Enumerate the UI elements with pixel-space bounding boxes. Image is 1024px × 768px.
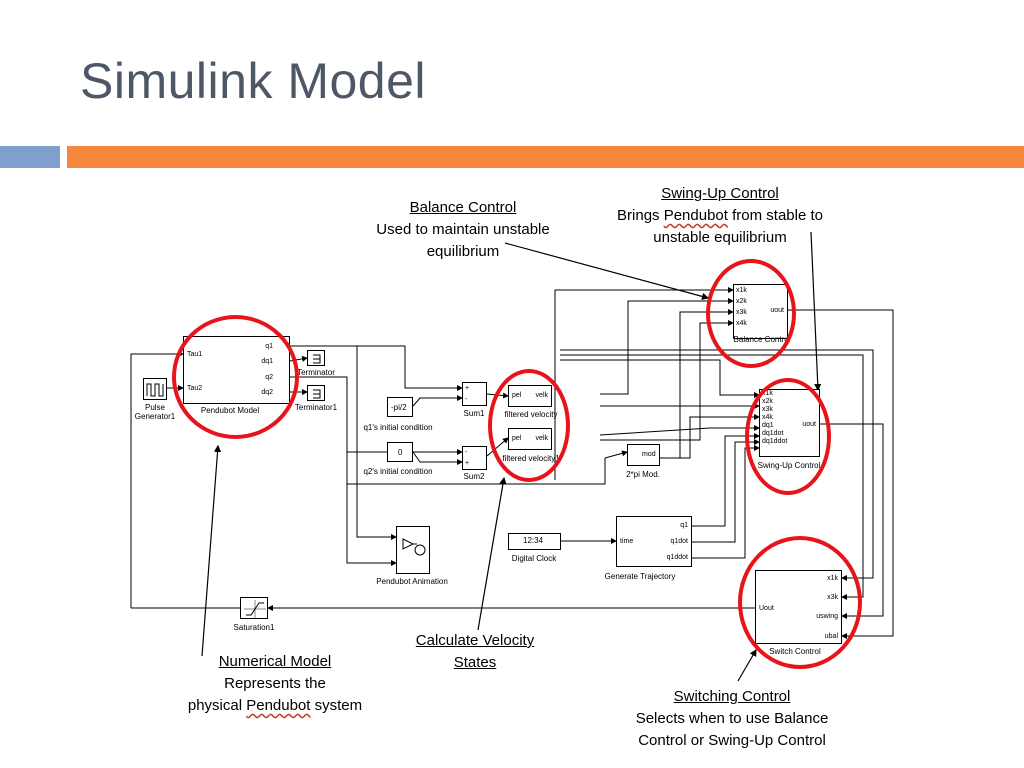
trajectory-out-2: q1dot [670, 538, 688, 545]
sum1-sign-1: + [465, 385, 470, 392]
pulse-generator-label-2: Generator1 [134, 412, 176, 421]
constant-q1-block[interactable]: -pi/2 [387, 397, 413, 417]
switching-annotation-heading: Switching Control [673, 688, 791, 705]
switching-annotation: Switching Control Selects when to use Ba… [636, 686, 829, 752]
balance-highlight-ring [706, 259, 796, 368]
swing-annotation-line2: unstable equilibrium [653, 229, 787, 246]
switching-annotation-line1: Selects when to use Balance [635, 710, 829, 727]
terminator-block[interactable] [307, 350, 325, 366]
pendubot-word: Pendubot [663, 207, 728, 224]
wire-swing-x3k [660, 414, 760, 459]
swing-up-highlight-ring [745, 378, 831, 495]
velocity-annotation-heading-2: States [453, 654, 497, 671]
terminator-icon [313, 354, 321, 364]
numerical-annotation-heading: Numerical Model [218, 653, 332, 670]
numerical-annotation-line2: physical Pendubot system [187, 697, 363, 714]
sum2-block[interactable]: - + [462, 446, 487, 470]
numerical-annotation-line1: Represents the [224, 675, 326, 692]
wire-bal-x2k [600, 298, 734, 395]
terminator-icon [313, 389, 321, 399]
wire-swing-out [820, 423, 884, 619]
terminator-label: Terminator [297, 368, 335, 377]
arrow-numerical [201, 444, 222, 657]
wire-q1-bus [290, 345, 463, 391]
wire-q2-animation [346, 452, 397, 566]
sum2-sign-2: + [465, 460, 470, 467]
saturation-label: Saturation1 [233, 623, 275, 632]
wire-swing-dq1 [692, 433, 760, 527]
trajectory-out-1: q1 [680, 522, 688, 529]
sum1-sign-2: - [465, 396, 468, 403]
wire-bal-out [788, 309, 894, 639]
slide-title: Simulink Model [80, 53, 427, 109]
wire-q2-mod [347, 458, 606, 485]
velocity-annotation: Calculate Velocity States [416, 630, 534, 674]
digital-clock-label: Digital Clock [511, 554, 557, 563]
swing-annotation: Swing-Up Control Brings Pendubot from st… [617, 183, 823, 249]
digital-clock-value: 12:34 [523, 536, 544, 545]
saturation-block[interactable] [240, 597, 268, 619]
wire-tau1 [130, 351, 184, 608]
swing-annotation-line1: Brings Pendubot from stable to [617, 207, 823, 224]
generate-trajectory-block[interactable]: time q1 q1dot q1ddot [616, 516, 692, 567]
constant-q1-label: q1's initial condition [363, 423, 433, 432]
title-rule-orange [67, 146, 1024, 168]
trajectory-in: time [620, 538, 634, 545]
constant-q2-block[interactable]: 0 [387, 442, 413, 462]
pendubot-animation-label: Pendubot Animation [376, 577, 448, 586]
saturation-icon [244, 600, 266, 618]
arrow-velocity [477, 476, 507, 631]
balance-annotation: Balance Control Used to maintain unstabl… [376, 197, 549, 263]
arrow-balance [504, 242, 710, 300]
swing-annotation-heading: Swing-Up Control [661, 185, 779, 202]
constant-q2-value: 0 [398, 448, 403, 457]
arrow-switching [737, 648, 757, 682]
pendubot-word: Pendubot [246, 697, 311, 714]
wire-mod-in [604, 450, 628, 459]
title-rule-blue [0, 146, 60, 168]
mod-block[interactable]: mod [627, 444, 660, 466]
wire-swing-x4k [599, 425, 760, 436]
wire-swing-x1k [560, 359, 760, 398]
balance-annotation-line1: Used to maintain unstable [376, 221, 550, 238]
wire-const2-sum2 [412, 451, 463, 465]
numerical-model-highlight-ring [172, 315, 299, 439]
wire-q1-animation [356, 346, 397, 540]
arrow-swing [810, 231, 822, 392]
balance-annotation-line2: equilibrium [426, 243, 500, 260]
pendubot-animation-block[interactable] [396, 526, 430, 574]
generate-trajectory-label: Generate Trajectory [604, 572, 676, 581]
pulse-wave-icon [146, 383, 164, 397]
numerical-annotation: Numerical Model Represents the physical … [188, 651, 362, 717]
terminator1-label: Terminator1 [294, 403, 338, 412]
sum2-label: Sum2 [463, 472, 485, 481]
digital-clock-block[interactable]: 12:34 [508, 533, 561, 550]
velocity-highlight-ring [488, 369, 570, 482]
pulse-generator-block[interactable] [143, 378, 167, 400]
mod-block-label: mod [642, 451, 656, 458]
sum1-label: Sum1 [463, 409, 485, 418]
switching-annotation-line2: Control or Swing-Up Control [638, 732, 826, 749]
terminator1-block[interactable] [307, 385, 325, 401]
wire-const1-sum1 [412, 395, 463, 407]
sum1-block[interactable]: + - [462, 382, 487, 406]
pendulum-animation-icon [402, 538, 426, 556]
mod-label: 2*pi Mod. [626, 470, 660, 479]
pulse-generator-label-1: Pulse [144, 403, 166, 412]
constant-q2-label: q2's initial condition [363, 467, 433, 476]
switch-highlight-ring [738, 536, 862, 669]
balance-annotation-heading: Balance Control [409, 199, 517, 216]
trajectory-out-3: q1ddot [666, 554, 688, 561]
velocity-annotation-heading-1: Calculate Velocity [415, 632, 535, 649]
constant-q1-value: -pi/2 [391, 403, 407, 412]
sum2-sign-1: - [465, 449, 468, 456]
